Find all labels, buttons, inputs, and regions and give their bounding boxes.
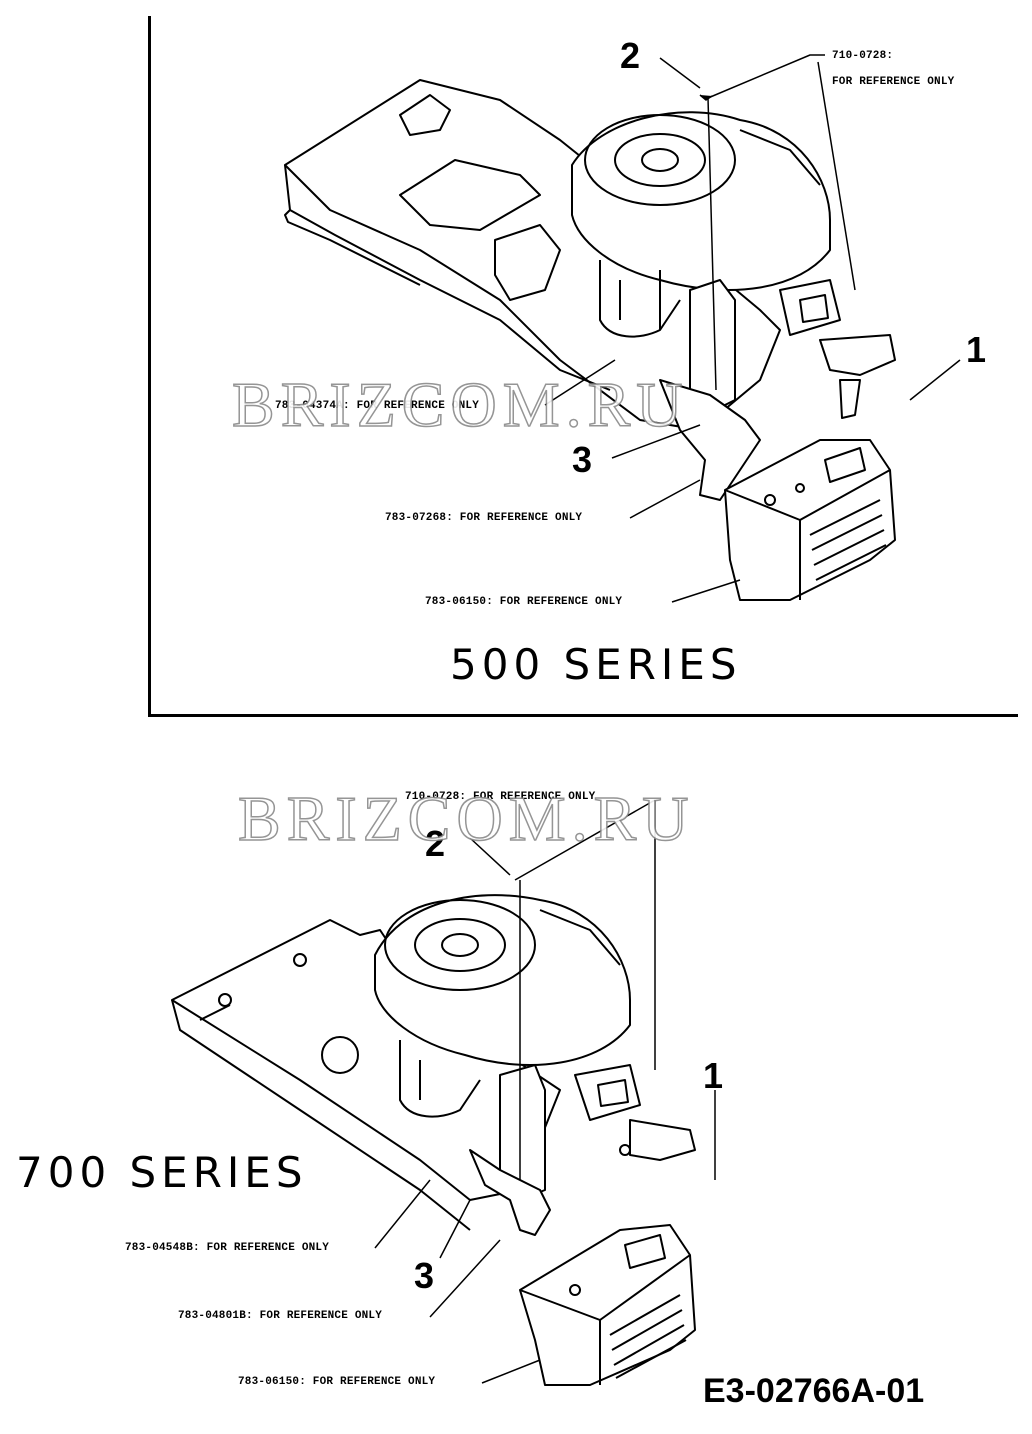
ref-783-07268: 783-07268: FOR REFERENCE ONLY — [385, 512, 583, 524]
callout-2-700: 2 — [425, 823, 446, 864]
ref-783-04801b: 783-04801B: FOR REFERENCE ONLY — [178, 1310, 383, 1322]
leader-lines-500 — [544, 54, 961, 603]
ref-783-06150-700: 783-06150: FOR REFERENCE ONLY — [238, 1376, 436, 1388]
chassis-frame-500 — [284, 79, 781, 431]
callout-3-500: 3 — [572, 439, 593, 480]
ref-710-0728-note-500: FOR REFERENCE ONLY — [832, 76, 955, 88]
leader-lines-700 — [374, 799, 716, 1384]
bracket-3-500 — [659, 379, 761, 501]
drawing-number: E3-02766A-01 — [703, 1372, 925, 1410]
panel-divider-horizontal — [148, 714, 1018, 717]
engine-700 — [374, 894, 696, 1201]
watermark-bottom: BRIZCOM.RU — [237, 782, 695, 855]
muffler-guard-700 — [519, 1224, 696, 1386]
series-label-700: 700 SERIES — [16, 1148, 308, 1197]
callout-2-500: 2 — [620, 35, 641, 76]
ref-783-04374a: 783-04374A: FOR REFERENCE ONLY — [275, 400, 480, 412]
callout-1-700: 1 — [703, 1055, 724, 1096]
bracket-3-700 — [469, 1149, 551, 1236]
ref-710-0728-700: 710-0728: FOR REFERENCE ONLY — [405, 791, 596, 803]
callout-3-700: 3 — [414, 1255, 435, 1296]
engine-500 — [571, 111, 896, 419]
series-label-500: 500 SERIES — [450, 640, 742, 689]
panel-divider-vertical — [148, 16, 151, 716]
ref-783-04548b: 783-04548B: FOR REFERENCE ONLY — [125, 1242, 330, 1254]
ref-783-06150-500: 783-06150: FOR REFERENCE ONLY — [425, 596, 623, 608]
watermark-top: BRIZCOM.RU — [231, 368, 689, 441]
callout-1-500: 1 — [966, 329, 987, 370]
ref-710-0728-500: 710-0728: — [832, 50, 894, 62]
muffler-guard-500 — [724, 439, 896, 601]
